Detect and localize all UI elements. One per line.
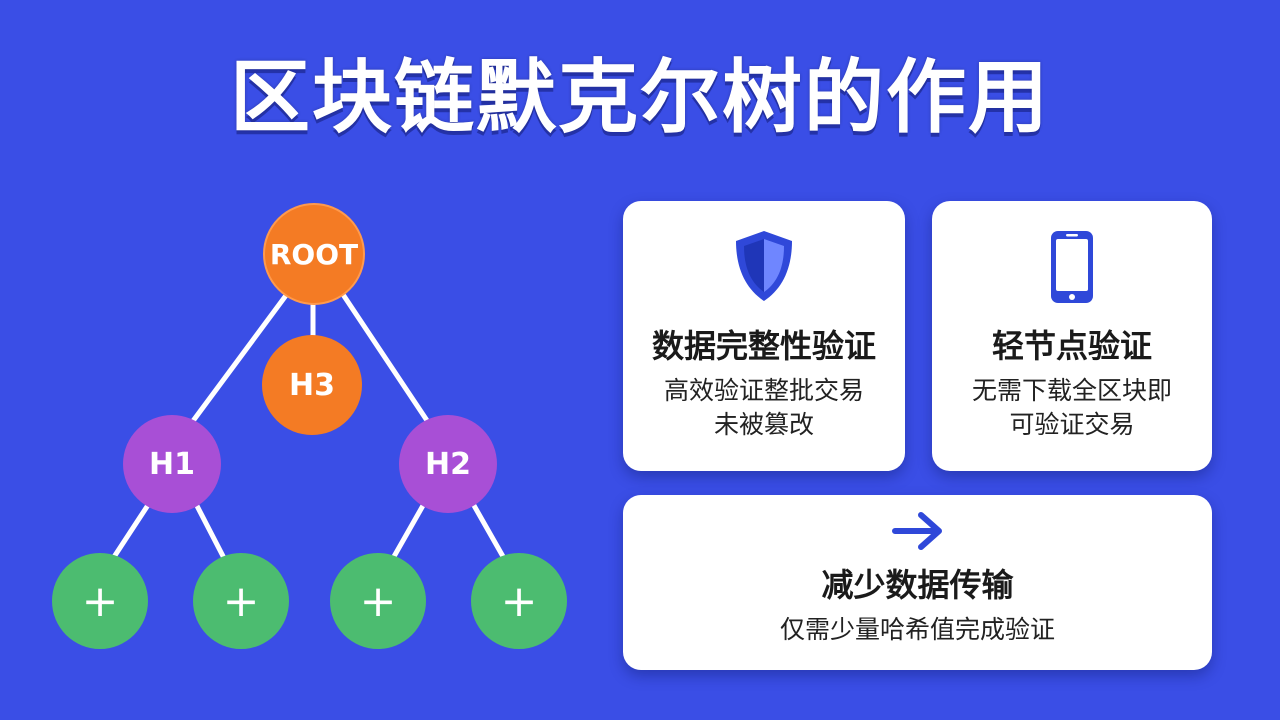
card-reduce-data-transfer: 减少数据传输 仅需少量哈希值完成验证 [623,495,1212,670]
card-description-line: 可验证交易 [1009,410,1135,439]
tree-node-root: ROOT [263,203,365,305]
edge-root-h2 [337,287,433,428]
card-description-line: 仅需少量哈希值完成验证 [779,615,1055,644]
tree-node-h1: H1 [123,415,221,513]
tree-node-h2: H2 [399,415,497,513]
tree-leaf-1: + [52,553,148,649]
edge-h1-leaf1 [109,499,153,563]
card-title: 减少数据传输 [821,566,1014,604]
card-description-line: 无需下载全区块即 [971,376,1172,405]
card-light-node: 轻节点验证 无需下载全区块即 可验证交易 [932,201,1212,471]
edge-root-h1 [187,287,293,428]
card-description-line: 高效验证整批交易 [663,376,864,405]
card-description: 仅需少量哈希值完成验证 [633,613,1202,647]
edge-h1-leaf2 [192,499,228,563]
tree-leaf-4: + [471,553,567,649]
page-title: 区块链默克尔树的作用 [230,51,1050,144]
edge-h2-leaf3 [389,499,428,563]
card-data-integrity: 数据完整性验证 高效验证整批交易 未被篡改 [623,201,905,471]
tree-leaf-2: + [193,553,289,649]
edge-h2-leaf4 [469,499,508,563]
card-description: 无需下载全区块即 可验证交易 [942,374,1202,442]
card-description: 高效验证整批交易 未被篡改 [633,374,895,442]
arrow-right-icon [891,509,945,557]
shield-icon [732,229,796,307]
tree-node-h3: H3 [262,335,362,435]
card-description-line: 未被篡改 [713,410,814,439]
card-title: 数据完整性验证 [651,327,876,365]
smartphone-icon [1049,229,1095,309]
card-title: 轻节点验证 [991,327,1152,365]
tree-connector-lines [109,287,508,563]
tree-leaf-3: + [330,553,426,649]
